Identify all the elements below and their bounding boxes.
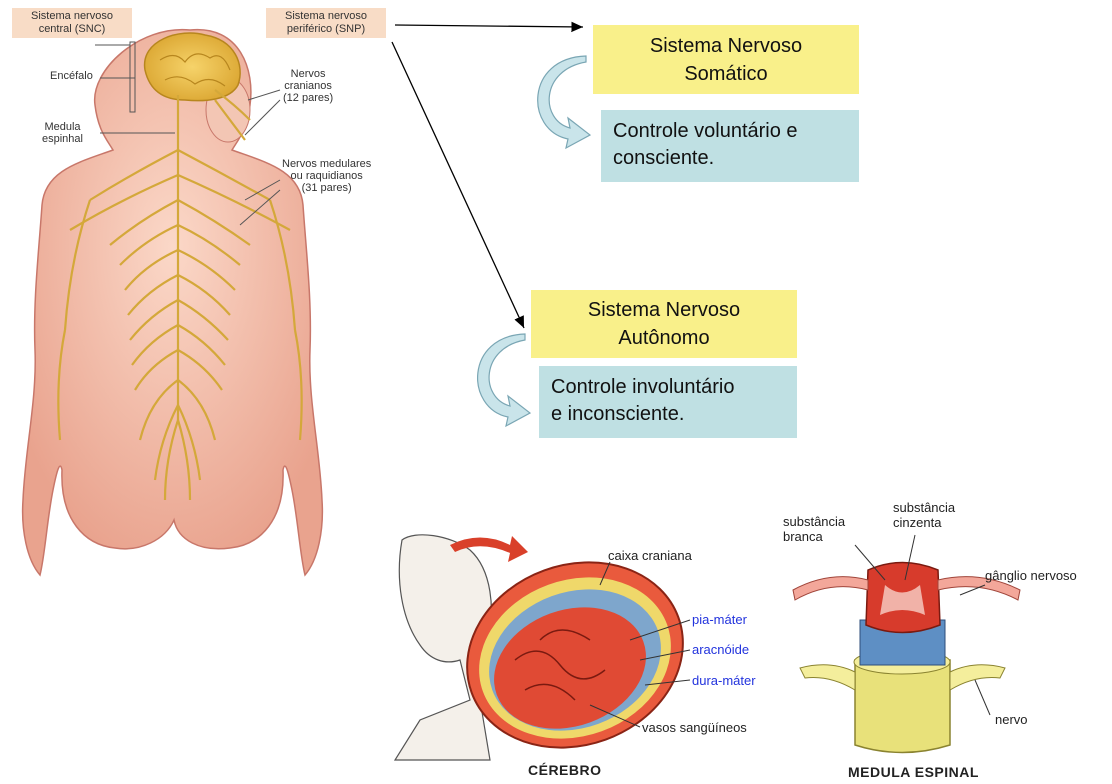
cerebro-illustration (395, 533, 709, 777)
somatico-title-box: Sistema Nervoso Somático (593, 25, 859, 94)
label-pia-mater: pia-máter (692, 612, 747, 627)
label-medulares-line3: (31 pares) (282, 182, 371, 194)
snp-tag: Sistema nervoso periférico (SNP) (266, 8, 386, 38)
snc-tag-line1: Sistema nervoso (16, 10, 128, 23)
label-cranianos-line1: Nervos (283, 68, 333, 80)
label-cranianos: Nervos cranianos (12 pares) (283, 68, 333, 104)
label-medulares-line1: Nervos medulares (282, 158, 371, 170)
root-left (793, 577, 868, 600)
label-medula-line2: espinhal (42, 133, 83, 145)
label-nervo: nervo (995, 712, 1028, 727)
arrow-to-autonomo (392, 42, 524, 328)
somatico-title-line1: Sistema Nervoso (593, 32, 859, 60)
autonomo-desc-line2: e inconsciente. (551, 401, 797, 428)
autonomo-desc-box: Controle involuntário e inconsciente. (539, 366, 797, 438)
nerve-left (800, 665, 855, 690)
somatico-desc-box: Controle voluntário e consciente. (601, 110, 859, 182)
label-branca-line2: branca (783, 529, 845, 544)
label-medulares-line2: ou raquidianos (282, 170, 371, 182)
autonomo-title-line2: Autônomo (531, 324, 797, 352)
label-ganglio: gânglio nervoso (985, 568, 1077, 583)
snp-tag-line2: periférico (SNP) (270, 23, 382, 36)
label-caixa-craniana: caixa craniana (608, 548, 692, 563)
brain (145, 33, 241, 101)
label-cinzenta-line2: cinzenta (893, 515, 955, 530)
caption-medula: MEDULA ESPINAL (848, 764, 979, 780)
label-cranianos-line3: (12 pares) (283, 92, 333, 104)
snc-tag-line2: central (SNC) (16, 23, 128, 36)
label-medula: Medula espinhal (42, 121, 83, 145)
curved-arrow-autonomo (478, 334, 530, 426)
autonomo-desc-line1: Controle involuntário (551, 374, 797, 401)
body-figure (23, 30, 323, 575)
label-branca-line1: substância (783, 514, 845, 529)
somatico-title-line2: Somático (593, 60, 859, 88)
autonomo-title-line1: Sistema Nervoso (531, 296, 797, 324)
caption-cerebro: CÉREBRO (528, 762, 602, 778)
snp-tag-line1: Sistema nervoso (270, 10, 382, 23)
somatico-desc-line1: Controle voluntário e (613, 118, 859, 145)
somatico-desc-line2: consciente. (613, 145, 859, 172)
label-cinzenta-line1: substância (893, 500, 955, 515)
label-dura-mater: dura-máter (692, 673, 756, 688)
arrow-to-somatico (395, 25, 583, 27)
label-medulares: Nervos medulares ou raquidianos (31 pare… (282, 158, 371, 194)
curved-arrow-somatico (538, 56, 590, 148)
label-cranianos-line2: cranianos (283, 80, 333, 92)
snc-tag: Sistema nervoso central (SNC) (12, 8, 132, 38)
label-substancia-cinzenta: substância cinzenta (893, 500, 955, 530)
label-vasos: vasos sangüíneos (642, 720, 747, 735)
autonomo-title-box: Sistema Nervoso Autônomo (531, 290, 797, 358)
label-aracnoide: aracnóide (692, 642, 749, 657)
label-encefalo: Encéfalo (50, 70, 93, 82)
label-substancia-branca: substância branca (783, 514, 845, 544)
label-medula-line1: Medula (42, 121, 83, 133)
